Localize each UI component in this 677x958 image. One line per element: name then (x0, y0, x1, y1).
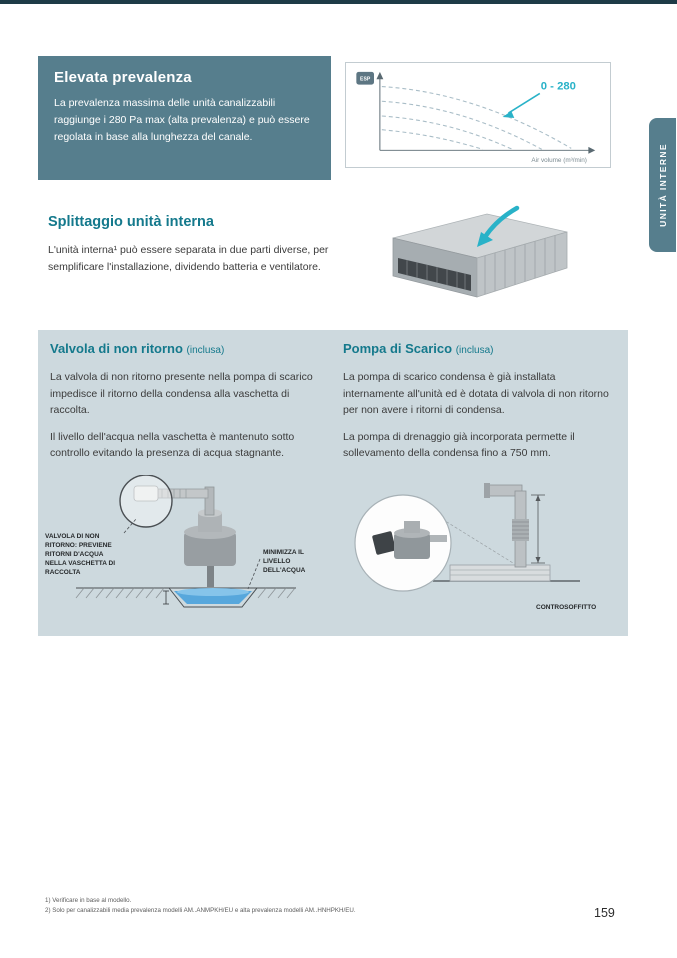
pump-body (394, 533, 430, 559)
valve-callout-label: VALVOLA DI NON RITORNO: PREVIENE RITORNI… (45, 533, 116, 577)
hero-body: La prevalenza massima delle unità canali… (54, 97, 310, 143)
split-section-body: L'unità interna¹ può essere separata in … (48, 244, 329, 273)
outlet-fins (484, 235, 556, 295)
valve-paragraph-1: La valvola di non ritorno presente nella… (50, 371, 313, 417)
esp-icon (356, 71, 374, 85)
pipe-end-cap (484, 483, 490, 498)
riser-pipe (204, 486, 215, 516)
minimize-callout-label: MINIMIZZA IL LIVELLO DELL'ACQUA (263, 549, 306, 575)
split-arrow-head (477, 232, 493, 247)
range-annotation-arrow (502, 92, 541, 118)
x-axis-label: Air volume (m³/min) (531, 157, 586, 164)
pump-title-suffix: (inclusa) (455, 345, 494, 356)
slab-detail-lines (450, 569, 550, 576)
fan-curve-chart-box: ESP 0 - 280 Air volume (m³/min) (345, 62, 611, 168)
corrugation-lines (512, 521, 529, 539)
pump-upper-cylinder (198, 513, 222, 532)
page-number: 159 (594, 906, 615, 920)
water-highlight (177, 588, 249, 596)
valve-title: Valvola di non ritorno (50, 341, 183, 356)
pump-upper-cylinder (404, 521, 420, 533)
esp-range-label: 0 - 280 (541, 80, 576, 92)
y-axis-arrowhead (376, 71, 384, 80)
inlet-slats (406, 260, 466, 290)
dimension-arrow-bottom (535, 557, 541, 563)
pump-outlet-pipe (430, 535, 447, 542)
footnotes: 1) Verificare in base al modello. 2) Sol… (45, 896, 356, 915)
unit-slab (449, 564, 551, 582)
ducted-unit-illustration (392, 205, 568, 298)
collection-tray (167, 587, 259, 608)
water-label-leader (247, 558, 261, 590)
section-tab-unita-interne: UNITÀ INTERNE (649, 118, 676, 252)
pump-title: Pompa di Scarico (343, 341, 453, 356)
level-dimension (163, 590, 169, 605)
hero-title: Elevata prevalenza (54, 69, 192, 86)
pump-body (184, 532, 236, 566)
valve-section-heading: Valvola di non ritorno (inclusa) (50, 341, 322, 356)
valve-section: Valvola di non ritorno (inclusa) La valv… (50, 341, 322, 472)
drain-lift-illustration (354, 483, 580, 592)
pipe-corrugation (161, 489, 187, 498)
drain-lift-illustration-box: CONTROSOFFITTO (338, 475, 628, 635)
pump-paragraph-2: La pompa di drenaggio già incorporata pe… (343, 430, 575, 460)
x-axis-arrowhead (588, 146, 596, 154)
magnifier-circle-icon (119, 475, 173, 528)
footnote-1: 1) Verificare in base al modello. (45, 897, 132, 904)
chart-axes (379, 77, 590, 151)
valve-title-suffix: (inclusa) (186, 345, 225, 356)
hero-box: Elevata prevalenza La prevalenza massima… (38, 56, 331, 180)
drain-pump-illustration-box: VALVOLA DI NON RITORNO: PREVIENE RITORNI… (38, 475, 328, 635)
pump-section-heading: Pompa di Scarico (inclusa) (343, 341, 618, 356)
check-valve-fitting (133, 485, 159, 502)
top-rule (0, 0, 677, 4)
fan-curve-chart: ESP 0 - 280 Air volume (m³/min) (356, 71, 596, 164)
pump-section: Pompa di Scarico (inclusa) La pompa di s… (343, 341, 618, 472)
esp-icon-label: ESP (360, 77, 371, 83)
pump-motor (372, 531, 396, 555)
ducted-unit-illustration-box (365, 194, 580, 306)
detail-leader (441, 518, 514, 564)
pump-paragraph-1: La pompa di scarico condensa è già insta… (343, 371, 609, 417)
valve-label-leader (123, 518, 137, 534)
split-arrow-icon (482, 205, 520, 240)
drain-outlet (207, 563, 214, 587)
ground-hatch (75, 587, 296, 599)
unit-inlet-grille (398, 258, 471, 291)
drain-pump-illustration (75, 475, 296, 608)
section-tab-label: UNITÀ INTERNE (657, 143, 668, 227)
footnote-2: 2) Solo per canalizzabili media prevalen… (45, 906, 356, 914)
valve-paragraph-2: Il livello dell'acqua nella vaschetta è … (50, 430, 295, 460)
split-section-title: Splittaggio unità interna (48, 214, 214, 230)
pressure-curves (381, 86, 572, 150)
dimension-arrow-top (535, 495, 541, 501)
lift-dimension (531, 494, 545, 564)
ceiling-label: CONTROSOFFITTO (536, 604, 597, 611)
features-panel: Valvola di non ritorno (inclusa) La valv… (38, 330, 628, 636)
